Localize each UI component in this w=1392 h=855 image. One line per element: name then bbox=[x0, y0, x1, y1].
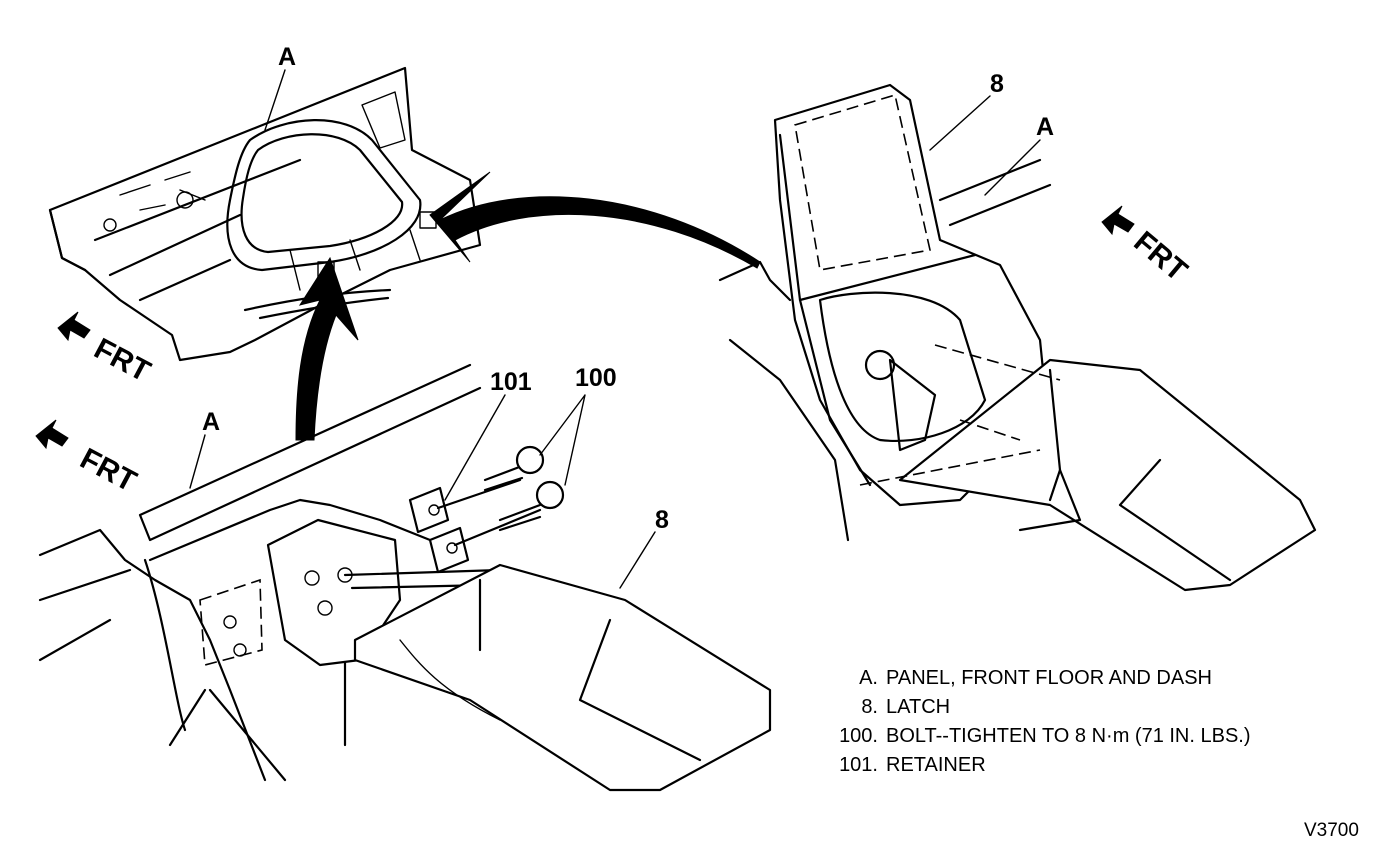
legend-key: 101. bbox=[839, 754, 878, 776]
frt-label-upper-left: FRT bbox=[89, 332, 156, 389]
legend-text: RETAINER bbox=[886, 754, 986, 776]
frt-arrow-upper-left: FRT bbox=[57, 311, 156, 389]
callout-a-top: A bbox=[278, 43, 296, 71]
callout-8-right: 8 bbox=[990, 70, 1004, 98]
legend-key: 100. bbox=[839, 725, 878, 747]
callout-101: 101 bbox=[490, 368, 532, 396]
dash-panel-overview bbox=[48, 66, 482, 362]
legend-text: LATCH bbox=[886, 696, 951, 718]
latch-closeup-view bbox=[718, 83, 1317, 592]
legend-item: A. PANEL, FRONT FLOOR AND DASH bbox=[820, 664, 1340, 693]
callout-a-bottom: A bbox=[202, 408, 220, 436]
callout-leaders bbox=[189, 69, 1041, 589]
legend-item: 101. RETAINER bbox=[820, 751, 1340, 780]
frt-label-right: FRT bbox=[1128, 225, 1194, 288]
figure-id: V3700 bbox=[1304, 820, 1359, 841]
latch-exploded-view bbox=[38, 363, 772, 792]
legend-item: 100. BOLT--TIGHTEN TO 8 N·m (71 IN. LBS.… bbox=[820, 722, 1340, 751]
callout-a-right: A bbox=[1036, 113, 1054, 141]
legend-text: PANEL, FRONT FLOOR AND DASH bbox=[886, 667, 1212, 689]
legend-key: A. bbox=[859, 667, 878, 689]
arrow-to-closeup-right bbox=[429, 171, 761, 269]
callout-100: 100 bbox=[575, 364, 617, 392]
frt-arrow-right: FRT bbox=[1101, 205, 1194, 288]
arrow-to-closeup-bottom bbox=[295, 256, 359, 441]
legend-key: 8. bbox=[861, 696, 878, 718]
parts-legend: A. PANEL, FRONT FLOOR AND DASH 8. LATCH … bbox=[820, 664, 1340, 780]
legend-text: BOLT--TIGHTEN TO 8 N·m (71 IN. LBS.) bbox=[886, 725, 1251, 747]
callout-8-bottom: 8 bbox=[655, 506, 669, 534]
legend-item: 8. LATCH bbox=[820, 693, 1340, 722]
frt-arrow-lower-left: FRT bbox=[35, 419, 142, 499]
frt-label-lower-left: FRT bbox=[75, 442, 142, 499]
